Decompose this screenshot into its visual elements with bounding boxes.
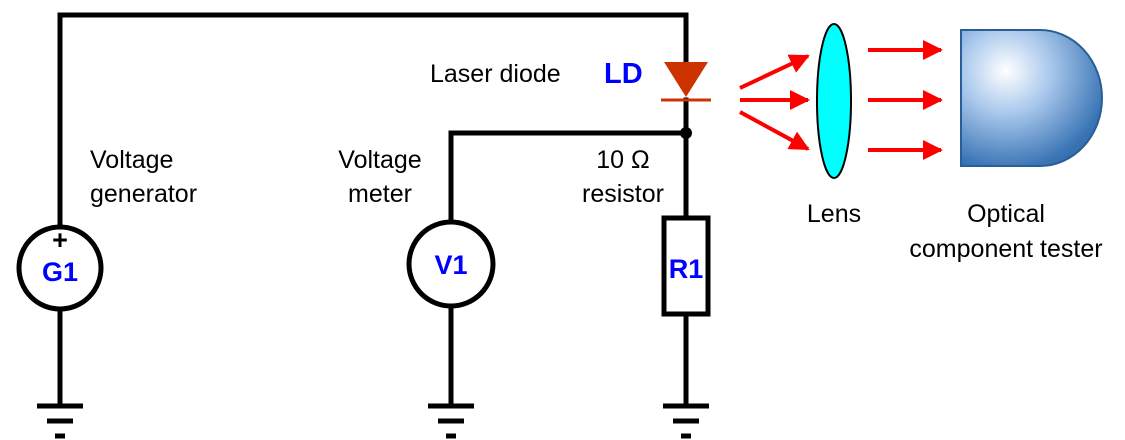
meter-label-line2: meter bbox=[348, 180, 412, 208]
ground-symbol bbox=[663, 403, 709, 439]
generator-label-line2: generator bbox=[90, 180, 197, 208]
voltmeter-symbol: V1 bbox=[406, 219, 496, 309]
generator-label-line1: Voltage bbox=[90, 146, 173, 174]
tester-label-line1: Optical bbox=[967, 200, 1045, 228]
junction-dot bbox=[680, 127, 692, 139]
wires bbox=[57, 12, 692, 409]
meter-tag: V1 bbox=[434, 250, 467, 280]
diode-symbol bbox=[661, 62, 711, 102]
photodetector-symbol bbox=[960, 29, 1103, 167]
meter-label-line1: Voltage bbox=[338, 146, 421, 174]
beams-to-tester bbox=[868, 40, 943, 160]
resistor-label-line2: resistor bbox=[582, 180, 664, 208]
resistor-symbol: R1 bbox=[661, 215, 711, 317]
ground-symbol bbox=[37, 403, 83, 439]
wire-meter-branch bbox=[448, 130, 689, 225]
generator-tag: G1 bbox=[42, 257, 78, 287]
wire-top bbox=[57, 12, 689, 231]
voltage-source-symbol: + G1 bbox=[16, 224, 104, 312]
generator-polarity: + bbox=[52, 225, 68, 255]
arrow-icon bbox=[739, 54, 810, 90]
lens-label: Lens bbox=[807, 200, 861, 228]
beams-to-lens bbox=[739, 54, 810, 151]
tester-label-line2: component tester bbox=[909, 235, 1102, 263]
resistor-label-line1: 10 Ω bbox=[596, 146, 649, 174]
arrow-icon bbox=[739, 110, 810, 151]
ground-symbol bbox=[428, 403, 474, 439]
diode-label: Laser diode bbox=[430, 60, 561, 88]
diode-tag: LD bbox=[604, 58, 643, 90]
resistor-tag: R1 bbox=[669, 254, 704, 284]
lens-symbol bbox=[816, 23, 852, 179]
